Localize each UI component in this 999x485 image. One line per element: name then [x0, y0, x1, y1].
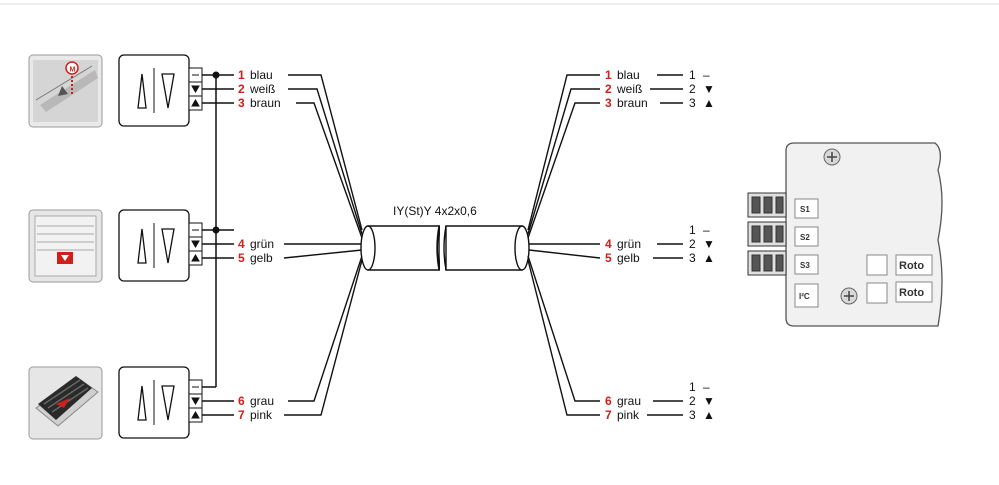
cable	[360, 224, 530, 272]
wire-num: 6	[605, 394, 612, 408]
switch-box-1	[118, 54, 190, 127]
wire-num: 6	[238, 394, 245, 408]
wire-color: pink	[250, 408, 273, 422]
wire-color: gelb	[250, 251, 273, 265]
terminal-num: 2	[689, 82, 696, 96]
terminal-sym: ▲	[703, 408, 715, 422]
wire-color: braun	[250, 96, 281, 110]
wires-right	[527, 74, 601, 416]
remote-control-image	[28, 366, 103, 440]
control-unit: S1 S2 S3 I²C Roto Roto	[747, 142, 943, 327]
terminal-num: 3	[689, 96, 696, 110]
wire-color: grün	[617, 237, 641, 251]
wire-color: gelb	[617, 251, 640, 265]
wire-color: blau	[617, 68, 640, 82]
terminal-sym: –	[703, 380, 710, 394]
port-label: S3	[800, 261, 810, 270]
terminal-sym: ▲	[703, 96, 715, 110]
terminal-sym: –	[703, 223, 710, 237]
terminal-num: 1	[689, 223, 696, 237]
screw-icon	[840, 287, 858, 305]
wire-color: grau	[250, 394, 274, 408]
wire-labels-left: 1 blau 2 weiß 3 braun 4 grün 5 gelb 6 gr…	[238, 68, 281, 422]
terminal-sym: ▼	[703, 394, 715, 408]
terminal-symbols	[191, 74, 200, 419]
wire-labels-right: 1 blau 2 weiß 3 braun 4 grün 5 gelb 6 gr…	[605, 68, 648, 422]
switch-box-3	[118, 366, 190, 439]
pad	[866, 254, 888, 276]
terminal-sym: –	[703, 68, 710, 82]
pad	[866, 282, 888, 304]
wire-num: 3	[605, 96, 612, 110]
wire-num: 7	[238, 408, 245, 422]
wire-num: 7	[605, 408, 612, 422]
port-i2c: I²C	[794, 283, 819, 308]
roto-label: Roto	[895, 254, 933, 276]
screw-icon	[823, 148, 841, 166]
terminal-num: 2	[689, 237, 696, 251]
wire-num: 5	[605, 251, 612, 265]
terminal-sym: ▼	[703, 237, 715, 251]
wire-color: grau	[617, 394, 641, 408]
brand-label: Roto	[899, 260, 924, 272]
junction-dot	[212, 71, 220, 79]
wires-left	[283, 74, 363, 416]
terminal-num: 2	[689, 394, 696, 408]
wire-num: 2	[605, 82, 612, 96]
down-arrow-icon	[161, 73, 175, 109]
junction-dot	[212, 226, 220, 234]
shutter-image	[28, 209, 103, 283]
down-arrow-icon	[161, 228, 175, 264]
wire-num: 1	[238, 68, 245, 82]
down-arrow-icon	[161, 385, 175, 421]
wire-color: blau	[250, 68, 273, 82]
up-arrow-icon	[137, 385, 147, 421]
port-label: S1	[800, 205, 810, 214]
wire-num: 4	[605, 237, 612, 251]
wire-color: pink	[617, 408, 640, 422]
terminal-labels-right: 1 – 2 ▼ 3 ▲ 1 – 2 ▼ 3 ▲ 1 – 2 ▼ 3 ▲	[689, 68, 715, 422]
port-label: I²C	[799, 292, 810, 301]
port-s1: S1	[794, 198, 819, 219]
switch-box-2	[118, 209, 190, 282]
roof-window-motor-image: M	[28, 54, 103, 128]
wire-num: 1	[605, 68, 612, 82]
terminal-sym: ▼	[703, 82, 715, 96]
cable-label: IY(St)Y 4x2x0,6	[393, 204, 477, 218]
terminal-lines-right	[647, 74, 683, 416]
roto-label: Roto	[895, 281, 933, 303]
terminal-num: 1	[689, 380, 696, 394]
brand-label: Roto	[899, 287, 924, 299]
up-arrow-icon	[137, 73, 147, 109]
up-arrow-icon	[137, 228, 147, 264]
port-label: S2	[800, 233, 810, 242]
wire-color: weiß	[616, 82, 642, 96]
svg-text:M: M	[70, 67, 76, 74]
wire-num: 2	[238, 82, 245, 96]
terminal-num: 1	[689, 68, 696, 82]
terminal-stubs	[202, 88, 234, 416]
wire-color: grün	[250, 237, 274, 251]
terminal-num: 3	[689, 251, 696, 265]
port-s2: S2	[794, 226, 819, 247]
wire-color: weiß	[249, 82, 275, 96]
terminal-num: 3	[689, 408, 696, 422]
wire-color: braun	[617, 96, 648, 110]
wire-num: 3	[238, 96, 245, 110]
plug-connectors	[747, 192, 787, 276]
wire-num: 5	[238, 251, 245, 265]
terminal-sym: ▲	[703, 251, 715, 265]
wire-num: 4	[238, 237, 245, 251]
port-s3: S3	[794, 254, 819, 275]
